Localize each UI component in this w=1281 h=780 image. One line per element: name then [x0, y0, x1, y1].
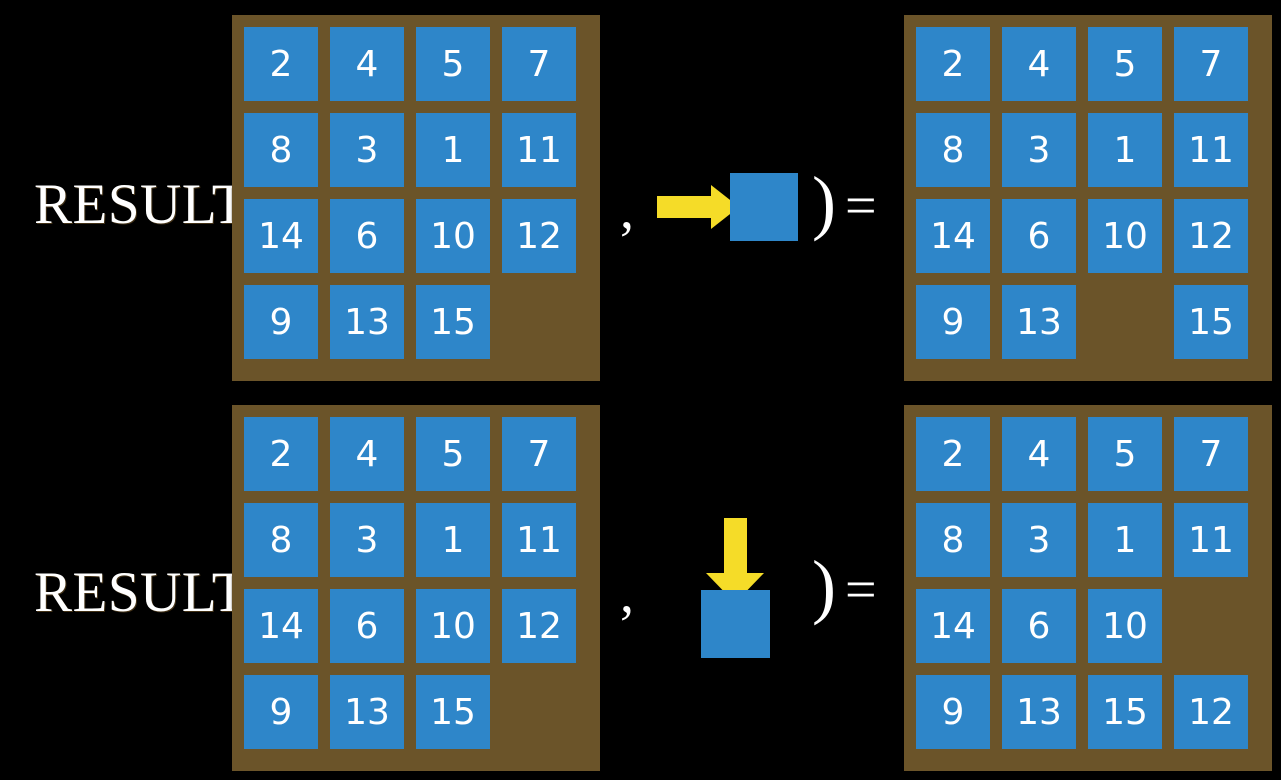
tile[interactable]: 15 [1088, 675, 1162, 749]
tile[interactable]: 13 [330, 675, 404, 749]
tile[interactable]: 9 [244, 285, 318, 359]
tile[interactable]: 14 [244, 589, 318, 663]
tile[interactable]: 13 [1002, 675, 1076, 749]
tile[interactable]: 6 [1002, 589, 1076, 663]
input-board-top-grid: 2 4 5 7 8 3 1 11 14 6 10 12 9 13 15 [244, 27, 576, 359]
tile[interactable]: 5 [416, 417, 490, 491]
tile[interactable]: 12 [502, 589, 576, 663]
tile[interactable]: 12 [1174, 675, 1248, 749]
input-board-top: 2 4 5 7 8 3 1 11 14 6 10 12 9 13 15 [232, 15, 600, 381]
close-paren-top: ) [812, 162, 836, 242]
tile[interactable]: 4 [1002, 417, 1076, 491]
tile[interactable]: 6 [1002, 199, 1076, 273]
tile[interactable]: 10 [1088, 589, 1162, 663]
arrow-right-icon-shaft [657, 196, 719, 218]
comma-separator-top: , [620, 179, 634, 241]
tile[interactable]: 9 [916, 285, 990, 359]
tile[interactable]: 2 [916, 27, 990, 101]
tile[interactable]: 8 [244, 503, 318, 577]
tile[interactable]: 8 [916, 113, 990, 187]
equals-sign-bottom: = [845, 559, 877, 621]
tile[interactable]: 1 [1088, 503, 1162, 577]
tile[interactable]: 5 [1088, 417, 1162, 491]
tile[interactable]: 11 [502, 113, 576, 187]
tile[interactable]: 7 [502, 27, 576, 101]
input-board-bottom: 2 4 5 7 8 3 1 11 14 6 10 12 9 13 15 [232, 405, 600, 771]
blank-tile-bottom[interactable] [701, 590, 770, 658]
tile[interactable]: 15 [1174, 285, 1248, 359]
tile[interactable]: 4 [1002, 27, 1076, 101]
result-function-label-bottom: RESULT( [34, 561, 267, 624]
tile[interactable]: 13 [330, 285, 404, 359]
result-function-label-top: RESULT( [34, 173, 267, 236]
tile[interactable]: 15 [416, 675, 490, 749]
input-board-bottom-grid: 2 4 5 7 8 3 1 11 14 6 10 12 9 13 15 [244, 417, 576, 749]
tile[interactable]: 15 [416, 285, 490, 359]
tile[interactable]: 3 [330, 113, 404, 187]
tile[interactable]: 4 [330, 417, 404, 491]
comma-separator-bottom: , [620, 563, 634, 625]
tile[interactable]: 1 [416, 503, 490, 577]
tile[interactable]: 7 [502, 417, 576, 491]
tile[interactable]: 1 [1088, 113, 1162, 187]
output-board-top-grid: 2 4 5 7 8 3 1 11 14 6 10 12 9 13 15 [916, 27, 1248, 359]
tile[interactable]: 11 [1174, 113, 1248, 187]
output-board-bottom: 2 4 5 7 8 3 1 11 14 6 10 9 13 15 12 [904, 405, 1272, 771]
tile[interactable]: 12 [502, 199, 576, 273]
tile[interactable]: 14 [916, 589, 990, 663]
equals-sign-top: = [845, 175, 877, 237]
tile[interactable]: 2 [916, 417, 990, 491]
empty-slot[interactable] [502, 285, 576, 359]
tile[interactable]: 1 [416, 113, 490, 187]
tile[interactable]: 7 [1174, 27, 1248, 101]
tile[interactable]: 6 [330, 199, 404, 273]
empty-slot[interactable] [502, 675, 576, 749]
tile[interactable]: 5 [1088, 27, 1162, 101]
tile[interactable]: 2 [244, 417, 318, 491]
tile[interactable]: 2 [244, 27, 318, 101]
output-board-bottom-grid: 2 4 5 7 8 3 1 11 14 6 10 9 13 15 12 [916, 417, 1248, 749]
tile[interactable]: 3 [330, 503, 404, 577]
tile[interactable]: 13 [1002, 285, 1076, 359]
tile[interactable]: 14 [244, 199, 318, 273]
tile[interactable]: 11 [1174, 503, 1248, 577]
tile[interactable]: 9 [916, 675, 990, 749]
tile[interactable]: 14 [916, 199, 990, 273]
tile[interactable]: 5 [416, 27, 490, 101]
tile[interactable]: 12 [1174, 199, 1248, 273]
tile[interactable]: 3 [1002, 503, 1076, 577]
output-board-top: 2 4 5 7 8 3 1 11 14 6 10 12 9 13 15 [904, 15, 1272, 381]
empty-slot[interactable] [1174, 589, 1248, 663]
blank-tile-top[interactable] [730, 173, 798, 241]
empty-slot[interactable] [1088, 285, 1162, 359]
tile[interactable]: 11 [502, 503, 576, 577]
tile[interactable]: 10 [416, 589, 490, 663]
tile[interactable]: 10 [416, 199, 490, 273]
tile[interactable]: 8 [916, 503, 990, 577]
tile[interactable]: 8 [244, 113, 318, 187]
close-paren-bottom: ) [812, 546, 836, 626]
tile[interactable]: 3 [1002, 113, 1076, 187]
tile[interactable]: 10 [1088, 199, 1162, 273]
tile[interactable]: 7 [1174, 417, 1248, 491]
tile[interactable]: 4 [330, 27, 404, 101]
tile[interactable]: 9 [244, 675, 318, 749]
tile[interactable]: 6 [330, 589, 404, 663]
